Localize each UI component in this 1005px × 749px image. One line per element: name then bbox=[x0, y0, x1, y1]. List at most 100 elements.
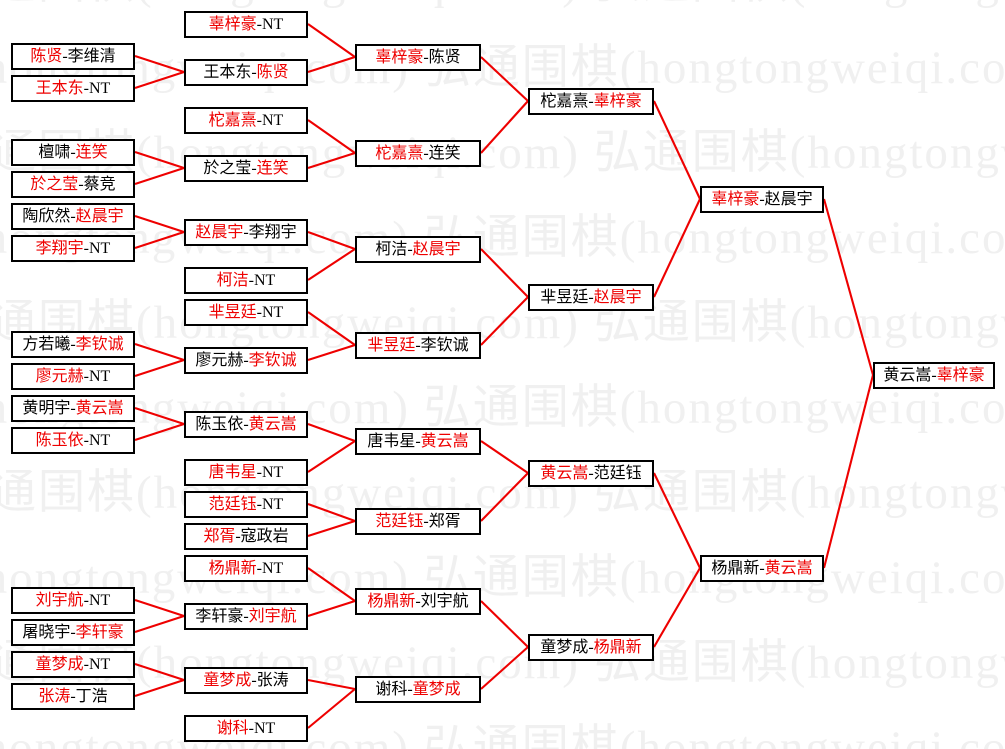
match-box[interactable]: 檀啸-连笑 bbox=[11, 139, 135, 166]
player-separator: - bbox=[407, 241, 413, 258]
match-box[interactable]: 芈昱廷-NT bbox=[184, 299, 308, 326]
player-separator: - bbox=[759, 560, 765, 577]
connector-line bbox=[480, 600, 529, 648]
match-box[interactable]: 黄云嵩-范廷钰 bbox=[528, 460, 654, 487]
match-box[interactable]: 柯洁-NT bbox=[184, 267, 308, 294]
connector-line bbox=[307, 503, 356, 522]
connector-line bbox=[307, 151, 356, 170]
player-left: 唐韦星 bbox=[208, 464, 257, 481]
player-right: 蔡竞 bbox=[83, 176, 116, 193]
match-box[interactable]: 刘宇航-NT bbox=[11, 587, 135, 614]
player-separator: - bbox=[78, 176, 84, 193]
match-box[interactable]: 屠晓宇-李轩豪 bbox=[11, 619, 135, 646]
player-left: 郑胥 bbox=[203, 528, 236, 545]
match-box[interactable]: 杨鼎新-黄云嵩 bbox=[700, 555, 824, 582]
match-box[interactable]: 李轩豪-刘宇航 bbox=[184, 603, 308, 630]
player-right: 李钦诚 bbox=[420, 337, 469, 354]
player-separator: - bbox=[62, 48, 68, 65]
match-box[interactable]: 童梦成-杨鼎新 bbox=[528, 634, 654, 661]
player-left: 张涛 bbox=[38, 688, 71, 705]
match-box[interactable]: 唐韦星-黄云嵩 bbox=[355, 428, 481, 455]
player-separator: - bbox=[70, 400, 76, 417]
player-separator: - bbox=[83, 80, 89, 97]
match-box[interactable]: 杨鼎新-刘宇航 bbox=[355, 588, 481, 615]
match-box[interactable]: 唐韦星-NT bbox=[184, 459, 308, 486]
match-box[interactable]: 杨鼎新-NT bbox=[184, 555, 308, 582]
player-right: 黄云嵩 bbox=[764, 560, 813, 577]
match-box[interactable]: 辜梓豪-NT bbox=[184, 11, 308, 38]
match-box[interactable]: 辜梓豪-陈贤 bbox=[355, 44, 481, 71]
match-box[interactable]: 李翔宇-NT bbox=[11, 235, 135, 262]
player-separator: - bbox=[256, 112, 262, 129]
match-box[interactable]: 范廷钰-郑胥 bbox=[355, 508, 481, 535]
match-box[interactable]: 黄云嵩-辜梓豪 bbox=[873, 362, 995, 389]
match-box[interactable]: 芈昱廷-李钦诚 bbox=[355, 332, 481, 359]
player-left: 柁嘉熹 bbox=[540, 93, 589, 110]
player-separator: - bbox=[256, 16, 262, 33]
match-box[interactable]: 范廷钰-NT bbox=[184, 491, 308, 518]
match-box[interactable]: 赵晨宇-李翔宇 bbox=[184, 219, 308, 246]
watermark-text: 弘通围棋(hongtongweiqi.com) 弘通围棋(hongtongwei… bbox=[0, 297, 1005, 349]
match-box[interactable]: 柁嘉熹-辜梓豪 bbox=[528, 88, 654, 115]
watermark-text: 弘通围棋(hongtongweiqi.com) 弘通围棋(hongtongwei… bbox=[0, 555, 1005, 602]
match-box[interactable]: 张涛-丁浩 bbox=[11, 683, 135, 710]
player-separator: - bbox=[423, 145, 429, 162]
match-box[interactable]: 王本东-陈贤 bbox=[184, 59, 308, 86]
connector-line bbox=[134, 663, 185, 681]
match-box[interactable]: 谢科-童梦成 bbox=[355, 676, 481, 703]
match-box[interactable]: 黄明宇-黄云嵩 bbox=[11, 395, 135, 422]
match-box[interactable]: 童梦成-张涛 bbox=[184, 667, 308, 694]
match-box[interactable]: 芈昱廷-赵晨宇 bbox=[528, 284, 654, 311]
match-box[interactable]: 陈玉依-NT bbox=[11, 427, 135, 454]
match-box[interactable]: 陶欣然-赵晨宇 bbox=[11, 203, 135, 230]
player-right: NT bbox=[89, 432, 111, 449]
match-box[interactable]: 於之莹-连笑 bbox=[184, 155, 308, 182]
player-left: 芈昱廷 bbox=[367, 337, 416, 354]
player-separator: - bbox=[83, 368, 89, 385]
match-box[interactable]: 廖元赫-NT bbox=[11, 363, 135, 390]
match-box[interactable]: 辜梓豪-赵晨宇 bbox=[700, 186, 824, 213]
player-right: 李轩豪 bbox=[75, 624, 124, 641]
match-box[interactable]: 廖元赫-李钦诚 bbox=[184, 347, 308, 374]
player-left: 黄云嵩 bbox=[540, 465, 589, 482]
match-box[interactable]: 柁嘉熹-NT bbox=[184, 107, 308, 134]
player-separator: - bbox=[588, 639, 594, 656]
connector-line bbox=[653, 567, 701, 648]
player-left: 杨鼎新 bbox=[208, 560, 257, 577]
match-box[interactable]: 柯洁-赵晨宇 bbox=[355, 236, 481, 263]
player-separator: - bbox=[70, 624, 76, 641]
player-right: 辜梓豪 bbox=[593, 93, 642, 110]
player-separator: - bbox=[235, 528, 241, 545]
match-box[interactable]: 方若曦-李钦诚 bbox=[11, 331, 135, 358]
connector-line bbox=[307, 231, 356, 250]
player-separator: - bbox=[256, 464, 262, 481]
connector-line bbox=[134, 231, 185, 249]
match-box[interactable]: 谢科-NT bbox=[184, 715, 308, 742]
player-left: 范廷钰 bbox=[375, 513, 424, 530]
connector-line bbox=[653, 100, 701, 200]
player-separator: - bbox=[423, 49, 429, 66]
connector-line bbox=[480, 248, 529, 298]
player-separator: - bbox=[83, 240, 89, 257]
connector-line bbox=[134, 679, 185, 697]
player-left: 柯洁 bbox=[216, 272, 249, 289]
match-box[interactable]: 柁嘉熹-连笑 bbox=[355, 140, 481, 167]
player-separator: - bbox=[423, 513, 429, 530]
match-box[interactable]: 王本东-NT bbox=[11, 75, 135, 102]
player-left: 李翔宇 bbox=[35, 240, 84, 257]
player-right: 赵晨宇 bbox=[593, 289, 642, 306]
player-left: 陈玉依 bbox=[35, 432, 84, 449]
player-separator: - bbox=[251, 672, 257, 689]
player-separator: - bbox=[243, 352, 249, 369]
player-left: 王本东 bbox=[35, 80, 84, 97]
player-right: 辜梓豪 bbox=[936, 367, 985, 384]
match-box[interactable]: 童梦成-NT bbox=[11, 651, 135, 678]
match-box[interactable]: 於之莹-蔡竞 bbox=[11, 171, 135, 198]
connector-line bbox=[307, 343, 356, 362]
match-box[interactable]: 郑胥-寇政岩 bbox=[184, 523, 308, 550]
match-box[interactable]: 陈玉依-黄云嵩 bbox=[184, 411, 308, 438]
match-box[interactable]: 陈贤-李维清 bbox=[11, 43, 135, 70]
connector-line bbox=[134, 55, 185, 73]
connector-line bbox=[480, 100, 529, 154]
